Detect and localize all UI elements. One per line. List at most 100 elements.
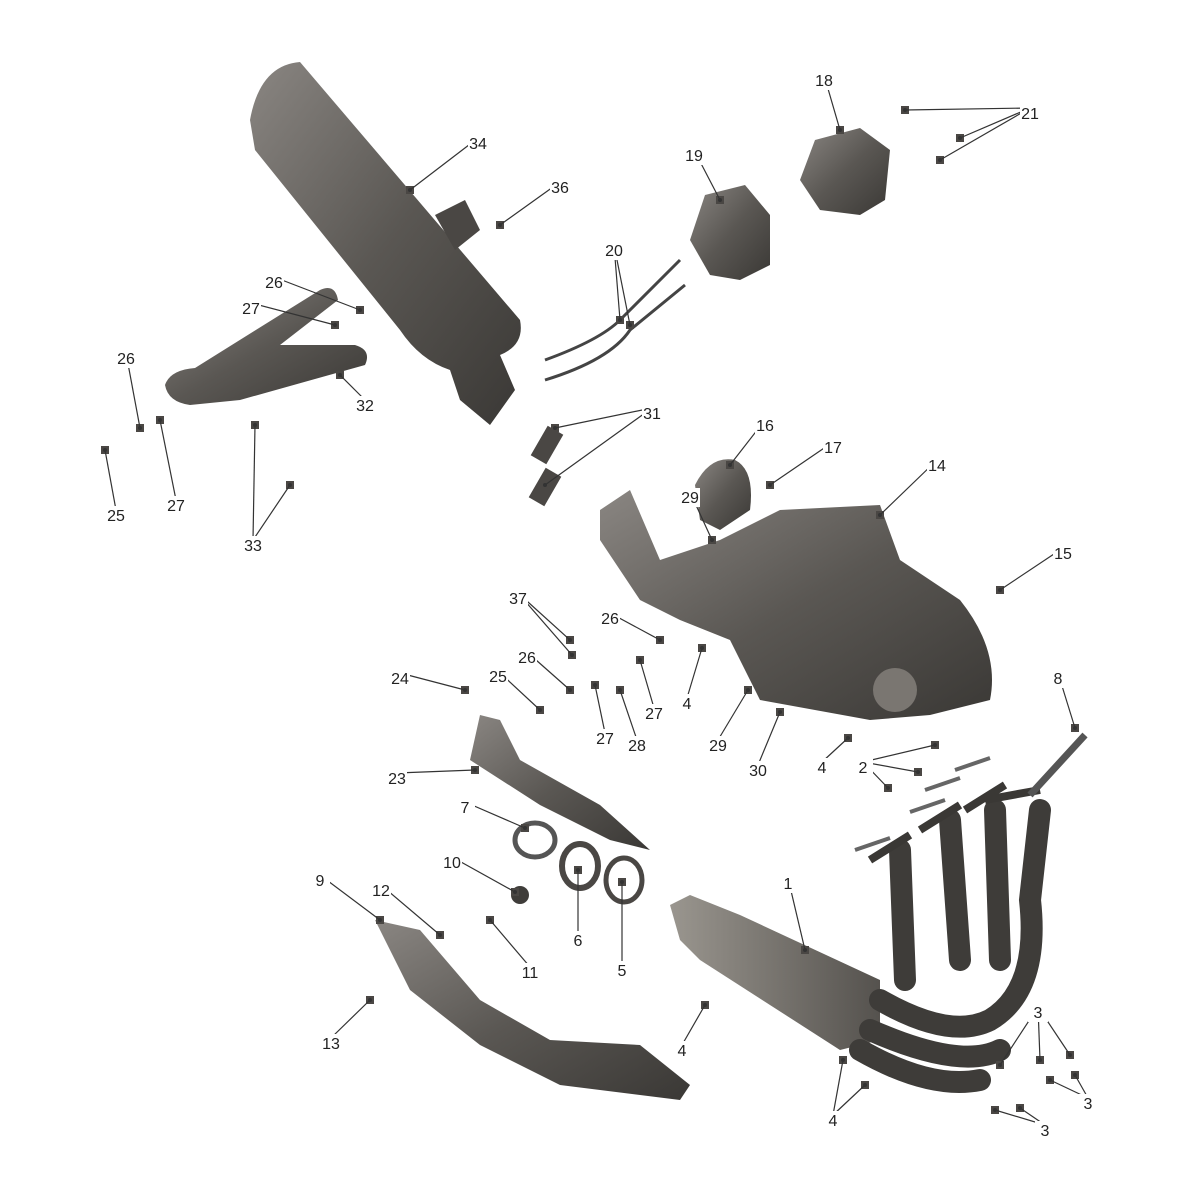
callout-number: 8 (1054, 671, 1063, 688)
callout-background (680, 488, 700, 507)
callout-background (1020, 104, 1040, 123)
leader-dot (103, 448, 107, 452)
callout-29: 29 (680, 488, 714, 542)
leader-dot (408, 188, 412, 192)
callout-4: 4 (672, 1003, 707, 1060)
lambda-sensor-part (1027, 732, 1088, 798)
leader-dot (863, 1083, 867, 1087)
callout-background (1053, 544, 1073, 563)
header-pipes-part (849, 799, 1051, 1093)
callout-number: 26 (265, 275, 283, 292)
leader-line (399, 672, 466, 691)
callout-background (853, 758, 873, 777)
leader-line (273, 276, 361, 311)
callout-number: 37 (509, 591, 527, 608)
callout-number: 16 (756, 418, 774, 435)
callout-26: 26 (600, 609, 662, 642)
callout-background (508, 589, 528, 608)
hanger-bracket-part (165, 287, 368, 405)
callout-background (1028, 1003, 1048, 1022)
callout-number: 4 (818, 760, 827, 777)
leader-line (104, 449, 117, 511)
leader-dot (488, 918, 492, 922)
leader-dot (1018, 1106, 1022, 1110)
callout-24: 24 (390, 669, 467, 692)
callout-background (488, 667, 508, 686)
heat-shield-part (470, 715, 650, 850)
callout-31: 31 (543, 404, 662, 487)
callout-number: 18 (815, 73, 833, 90)
callout-number: 3 (1034, 1005, 1043, 1022)
callout-background (823, 1111, 843, 1130)
sensor-part (530, 425, 564, 465)
callout-number: 29 (681, 490, 699, 507)
leader-line (832, 1059, 844, 1116)
callout-number: 15 (1054, 546, 1072, 563)
leader-line (862, 744, 936, 763)
leader-dot (886, 786, 890, 790)
callout-background (627, 736, 647, 755)
leader-line (594, 684, 606, 734)
callout-background (321, 1034, 341, 1053)
leader-dot (838, 128, 842, 132)
leader-dot (1048, 1078, 1052, 1082)
silencer-part (250, 62, 521, 425)
callout-number: 3 (1084, 1096, 1093, 1113)
leader-line (939, 107, 1031, 161)
callout-number: 6 (574, 933, 583, 950)
callout-number: 27 (242, 301, 260, 318)
leader-line (250, 302, 336, 326)
leader-line (832, 1084, 866, 1116)
callout-background (390, 669, 410, 688)
callout-number: 25 (107, 508, 125, 525)
callout-number: 4 (683, 696, 692, 713)
callout-number: 5 (618, 963, 627, 980)
leader-line (339, 374, 366, 401)
callout-number: 3 (1041, 1123, 1050, 1140)
callout-background (106, 506, 126, 525)
callout-33: 33 (243, 423, 292, 555)
leader-dot (658, 638, 662, 642)
callout-background (550, 178, 570, 197)
callout-background (517, 648, 537, 667)
leader-dot (543, 483, 547, 487)
callout-number: 23 (388, 771, 406, 788)
leader-dot (618, 688, 622, 692)
exhaust-gaskets-part (854, 756, 991, 852)
leader-dot (700, 646, 704, 650)
leader-line (159, 419, 177, 501)
callout-11: 11 (488, 918, 540, 982)
leader-dot (523, 826, 527, 830)
callout-2: 2 (853, 743, 937, 790)
leader-dot (538, 708, 542, 712)
callout-background (672, 1041, 692, 1060)
callout-background (166, 496, 186, 515)
leader-dot (618, 318, 622, 322)
callout-29: 29 (708, 688, 750, 755)
callout-34: 34 (408, 134, 488, 192)
callout-27: 27 (638, 658, 664, 723)
callout-number: 27 (645, 706, 663, 723)
callout-number: 28 (628, 738, 646, 755)
leader-dot (568, 638, 572, 642)
callout-15: 15 (998, 544, 1073, 592)
leader-line (396, 769, 476, 774)
leader-dot (1073, 1073, 1077, 1077)
link-pipe-part (670, 895, 880, 1050)
callout-background (264, 273, 284, 292)
callout-36: 36 (498, 178, 570, 227)
callout-background (677, 694, 697, 713)
leader-dot (718, 198, 722, 202)
callout-13: 13 (321, 998, 372, 1053)
callout-27: 27 (158, 418, 186, 515)
callout-background (241, 299, 261, 318)
callout-background (812, 758, 832, 777)
leader-dot (553, 426, 557, 430)
callout-number: 27 (167, 498, 185, 515)
callout-9: 9 (310, 871, 382, 922)
callout-12: 12 (371, 881, 442, 937)
callout-26: 26 (517, 648, 572, 692)
leader-dot (338, 373, 342, 377)
callout-20: 20 (604, 241, 632, 327)
